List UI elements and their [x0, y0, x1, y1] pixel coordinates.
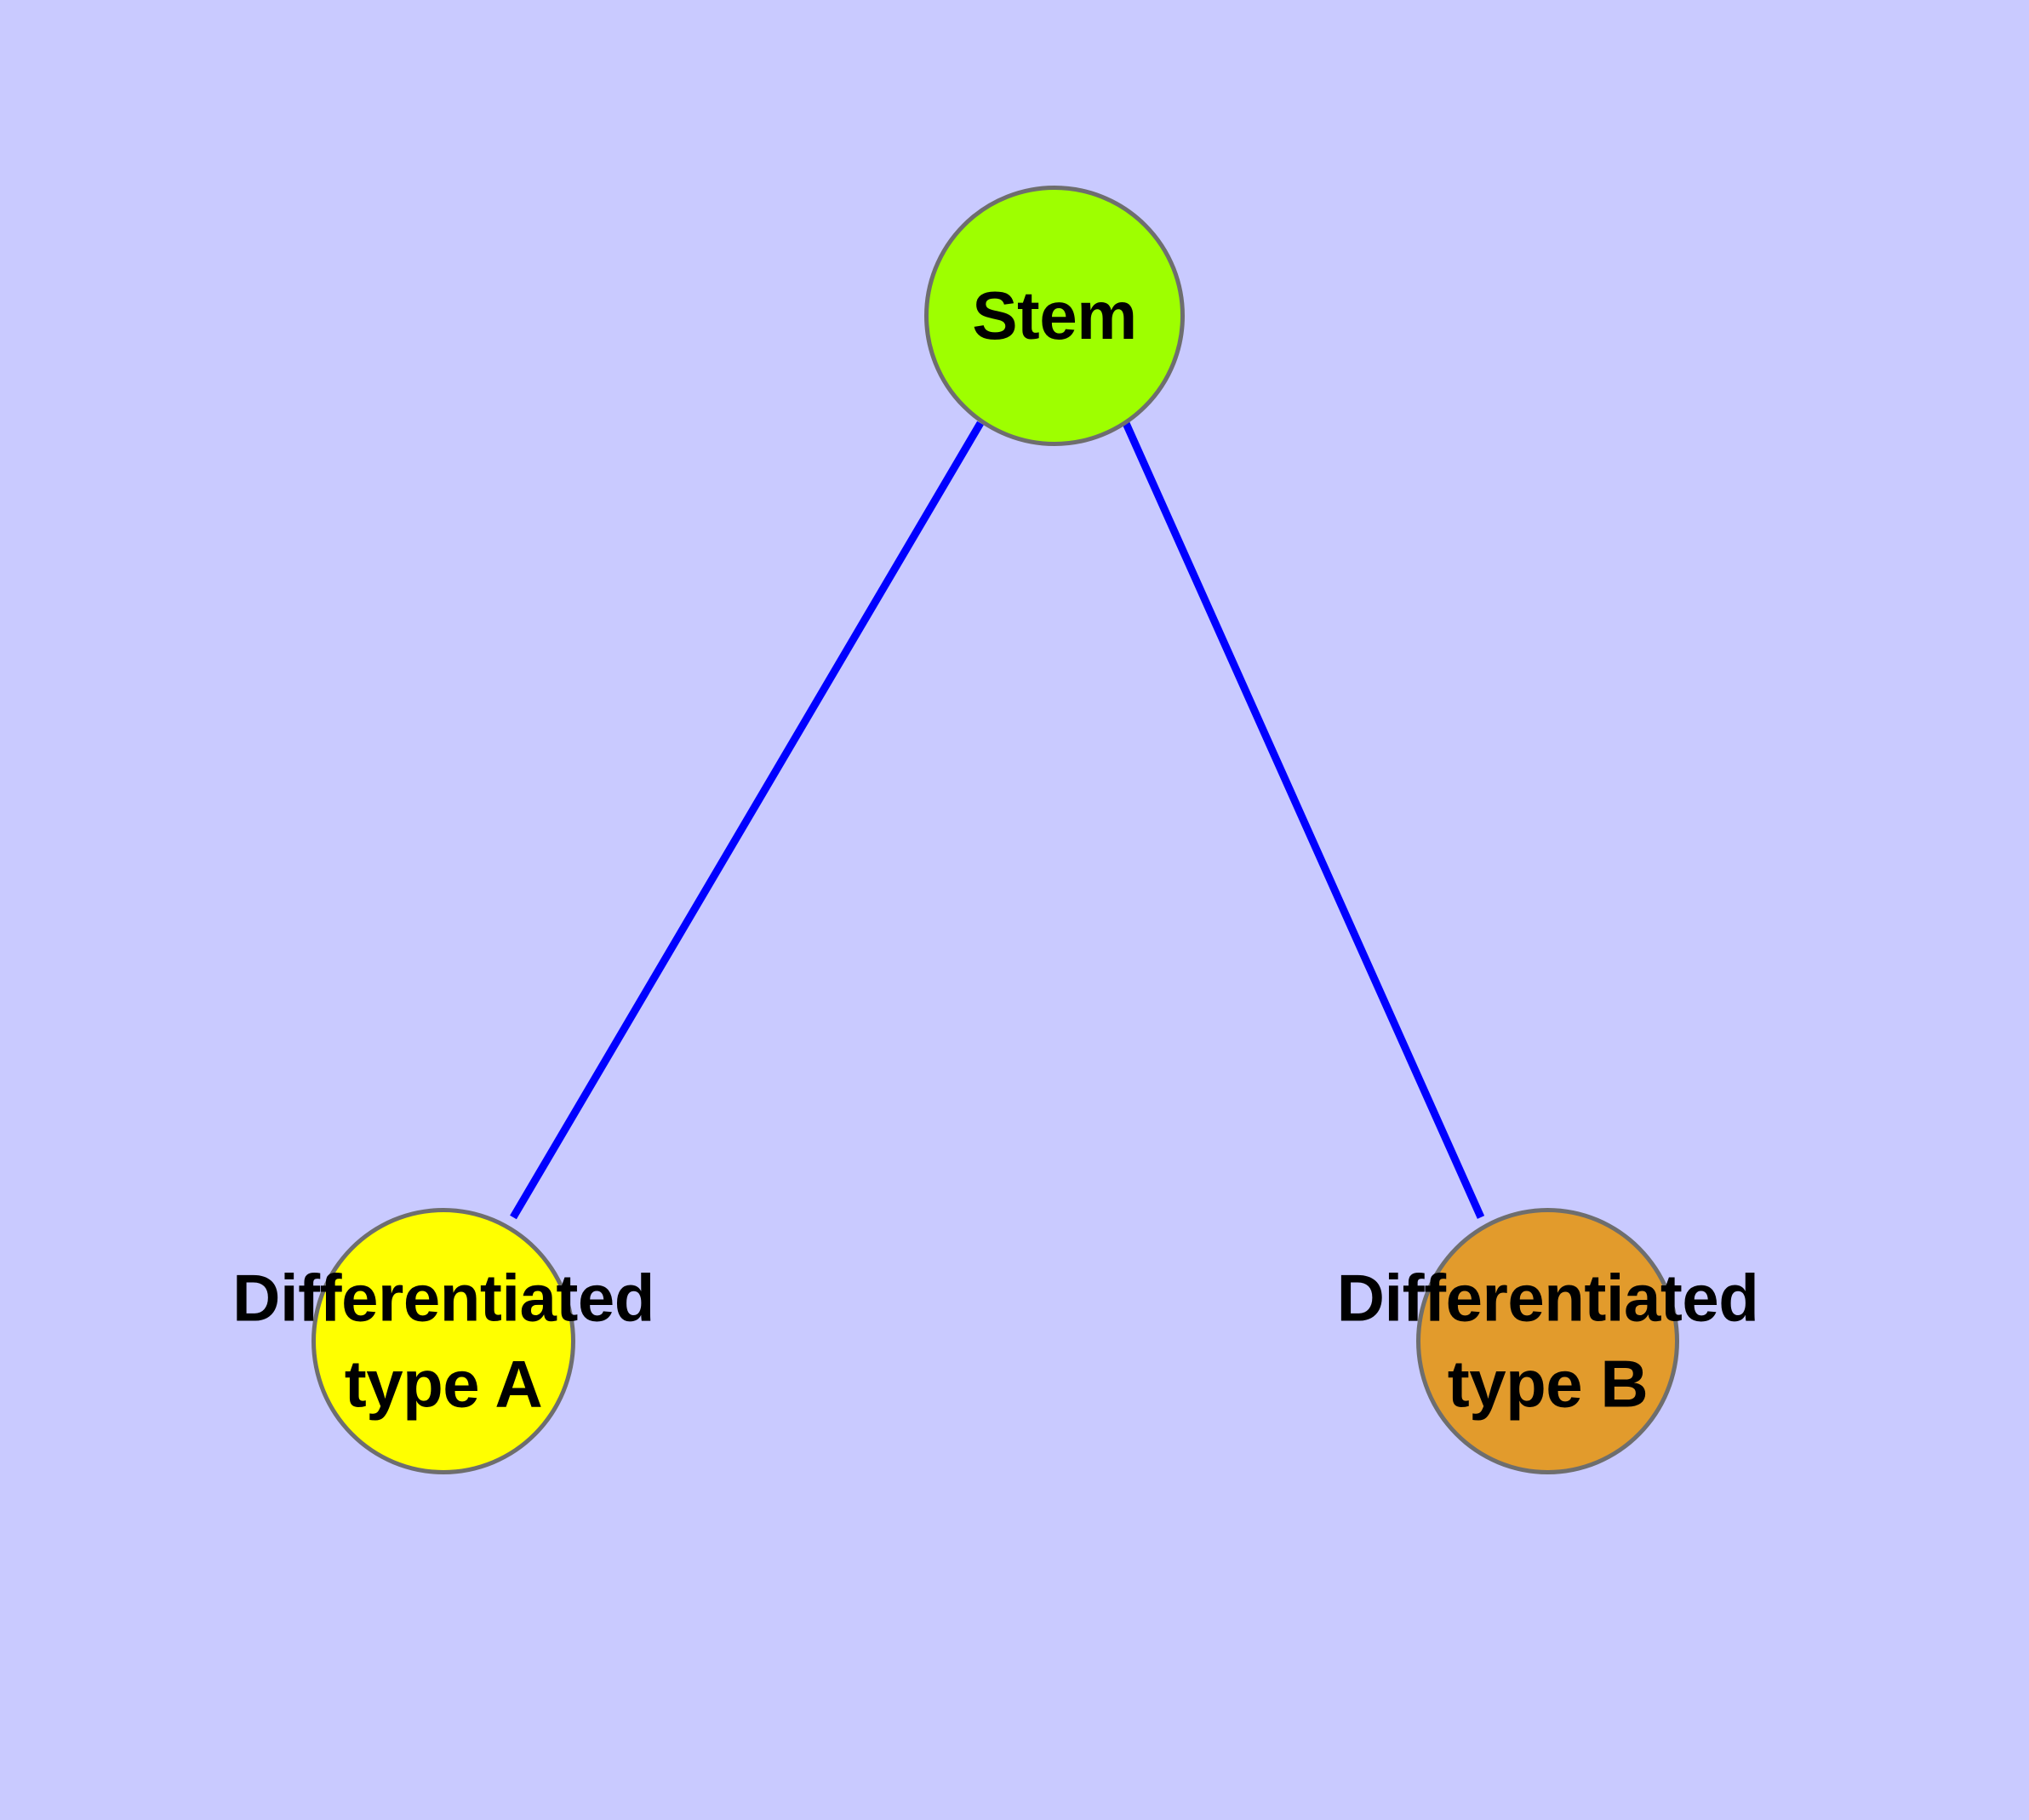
node-differentiated-type-b[interactable]: Differentiated type B	[1337, 1208, 1759, 1474]
node-differentiated-type-a[interactable]: Differentiated type A	[232, 1208, 654, 1474]
node-stem[interactable]: Stem	[924, 186, 1185, 446]
edge-stem-to-type-a	[510, 421, 984, 1220]
edge-stem-to-type-b	[1121, 420, 1485, 1219]
node-stem-label: Stem	[972, 278, 1137, 353]
